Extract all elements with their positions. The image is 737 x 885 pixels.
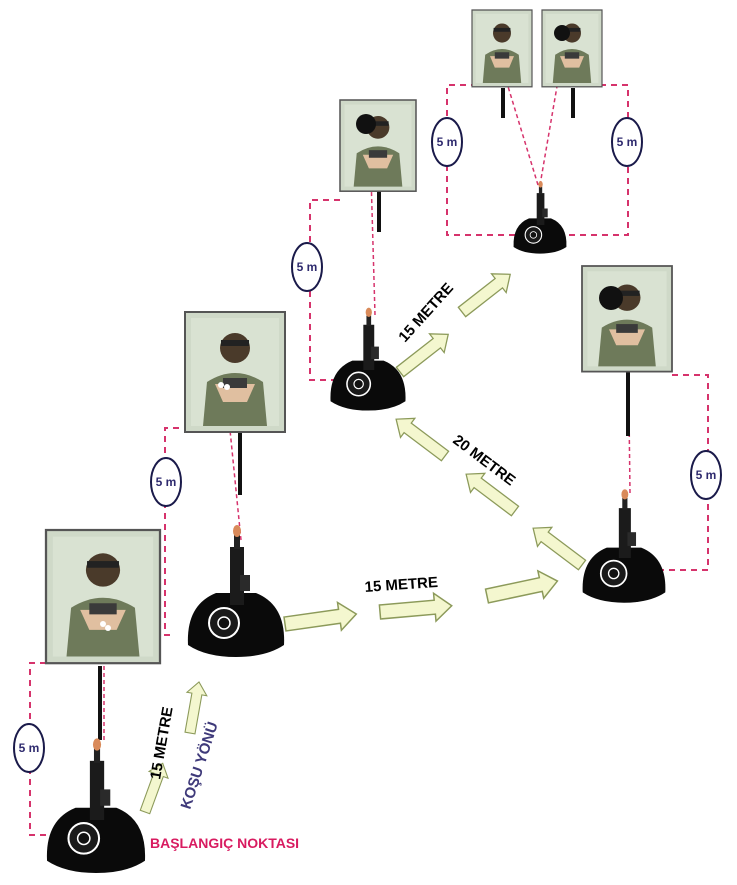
target-2	[184, 311, 286, 433]
marker-label-station-0: 5 m	[19, 741, 40, 755]
start-point-label: BAŞLANGIÇ NOKTASI	[150, 835, 299, 851]
shooter-station-2	[329, 306, 407, 412]
shooter-station-3	[512, 180, 568, 255]
distance-label-start: 15 METRE	[147, 705, 176, 780]
marker-label-station-2: 5 m	[297, 260, 318, 274]
shooter-station-4	[581, 488, 667, 604]
distance-label-leg-1: 15 METRE	[364, 574, 438, 596]
target-1	[44, 528, 162, 665]
shooter-station-1	[186, 524, 286, 658]
marker-label-station-4: 5 m	[696, 468, 717, 482]
marker-label-station-1: 5 m	[156, 475, 177, 489]
target-4	[471, 9, 533, 88]
marker-label-station-3-right: 5 m	[617, 135, 638, 149]
target-3	[339, 99, 417, 192]
target-5	[541, 9, 603, 88]
run-direction-label: KOŞU YÖNÜ	[178, 720, 222, 811]
target-6	[581, 265, 673, 373]
shooter-start	[45, 737, 147, 875]
marker-label-station-3-left: 5 m	[437, 135, 458, 149]
